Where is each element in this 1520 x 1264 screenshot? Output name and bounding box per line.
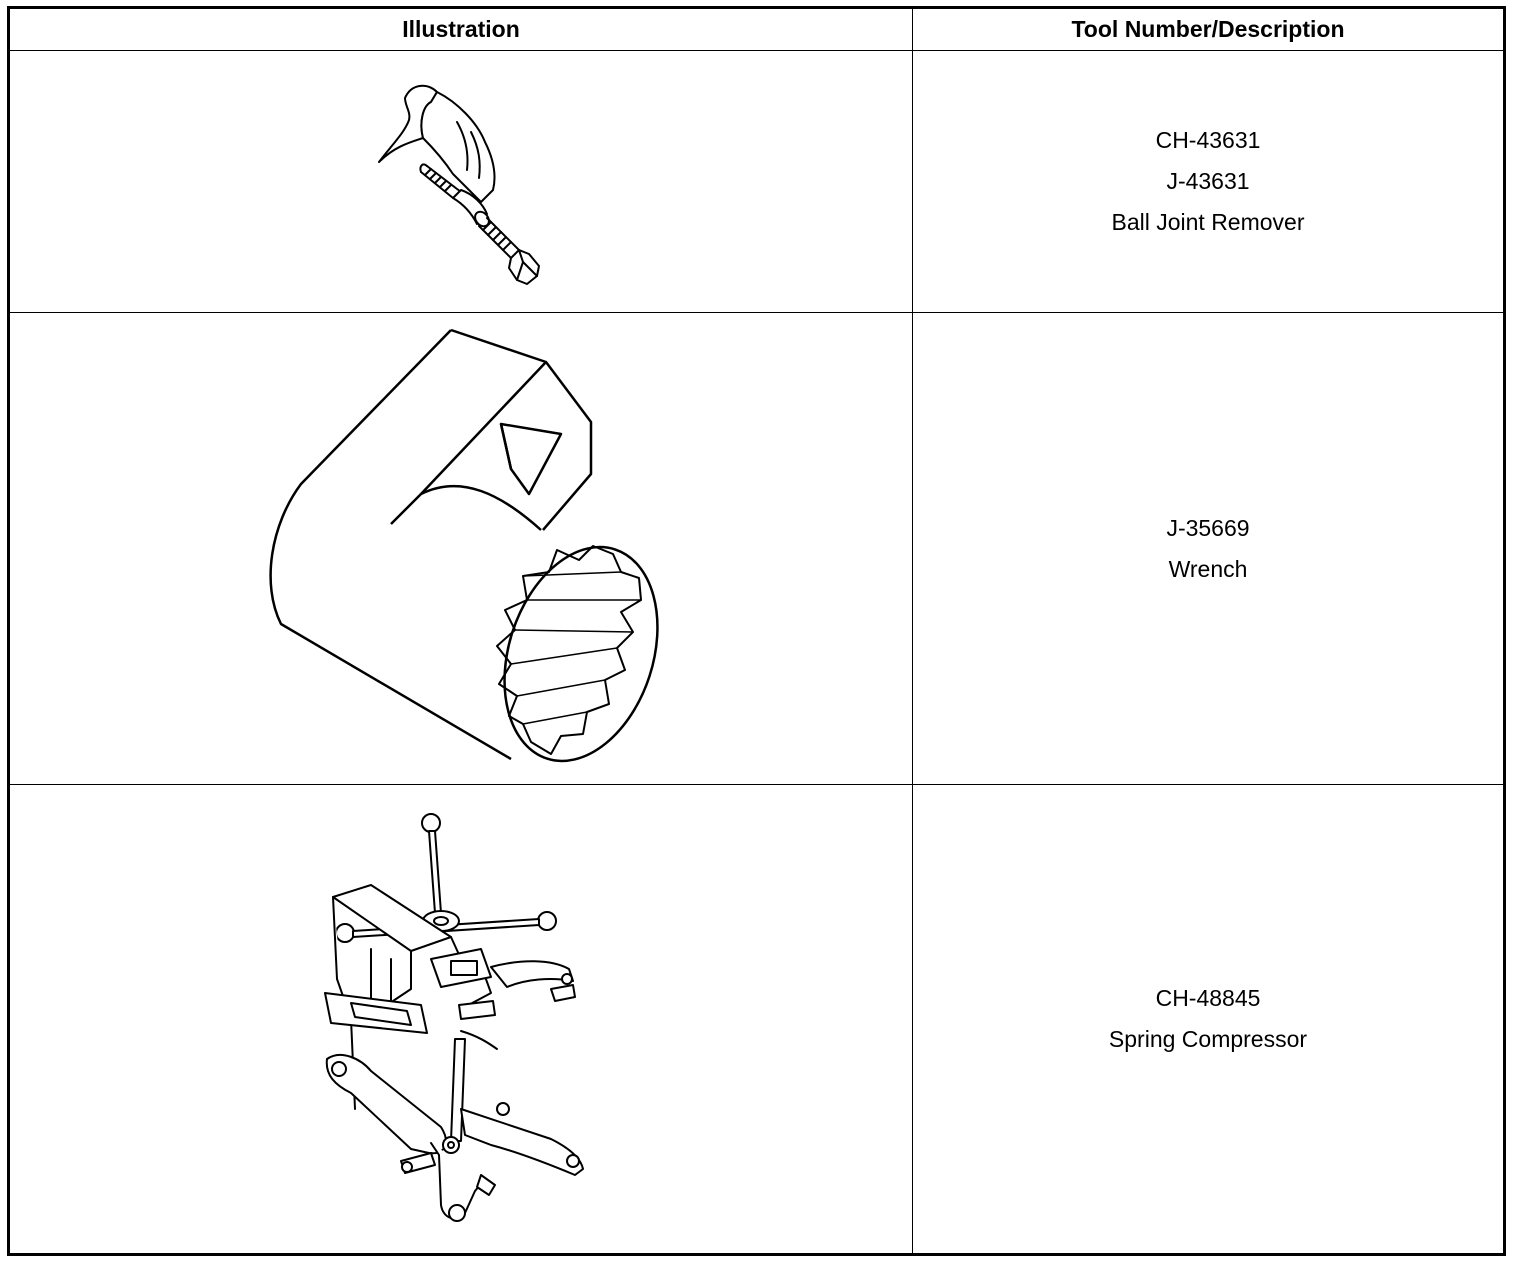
tool-description: Ball Joint Remover [1111, 209, 1305, 235]
description-cell: J-35669 Wrench [912, 312, 1505, 785]
tool-table: Illustration Tool Number/Description [7, 6, 1506, 1256]
tool-description: Spring Compressor [1108, 1026, 1308, 1052]
tool-description: Wrench [1168, 555, 1248, 582]
spring-compressor-drawing [324, 813, 584, 1222]
table-row: CH-43631 J-43631 Ball Joint Remover [8, 50, 1505, 313]
description-cell: CH-43631 J-43631 Ball Joint Remover [912, 50, 1505, 313]
table-row: CH-48845 Spring Compressor [8, 784, 1505, 1255]
tool-number: CH-43631 [1155, 127, 1261, 153]
description-cell: CH-48845 Spring Compressor [912, 784, 1505, 1255]
tool-number: J-43631 [1166, 168, 1250, 194]
illustration-cell [8, 784, 913, 1255]
illustration-cell [8, 312, 913, 785]
table-row: J-35669 Wrench [8, 312, 1505, 785]
table-header-row: Illustration Tool Number/Description [8, 7, 1505, 51]
tool-number: J-35669 [1166, 514, 1250, 541]
ball-joint-remover-drawing [378, 84, 540, 285]
tool-number: CH-48845 [1155, 985, 1261, 1011]
header-illustration: Illustration [8, 7, 913, 51]
illustration-cell [8, 50, 913, 313]
wrench-socket-drawing [269, 328, 659, 762]
header-tool-number-description: Tool Number/Description [912, 7, 1505, 51]
